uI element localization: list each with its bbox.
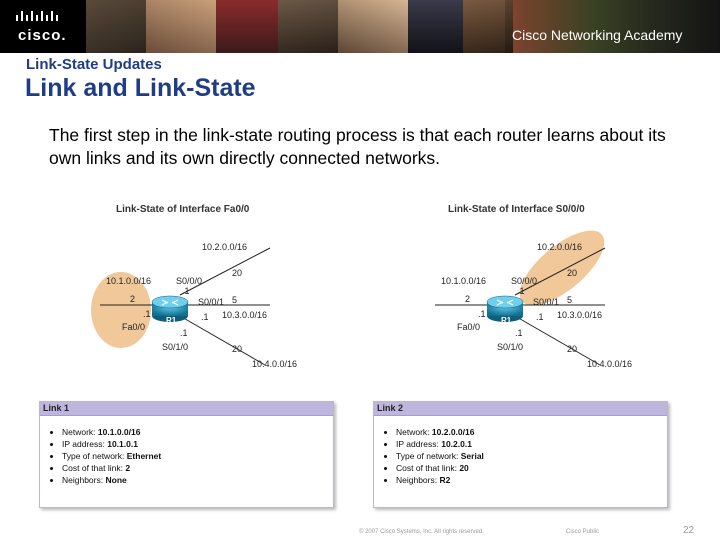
list-item: IP address: 10.1.0.1 — [62, 438, 333, 450]
net-label: 10.1.0.0/16 — [106, 276, 151, 286]
net-label: 10.1.0.0/16 — [441, 276, 486, 286]
interface-label: S0/0/1 — [533, 297, 559, 307]
list-item: Cost of that link: 2 — [62, 462, 333, 474]
cost-label: 5 — [567, 295, 572, 305]
link1-box: Link 1 Network: 10.1.0.0/16 IP address: … — [39, 401, 334, 508]
interface-label: Fa0/0 — [122, 322, 145, 332]
header-banner: cisco. Cisco Networking Academy — [0, 0, 720, 53]
interface-label: Fa0/0 — [457, 322, 480, 332]
list-item: Cost of that link: 20 — [396, 462, 667, 474]
cost-label: 2 — [465, 294, 470, 304]
net-label: 10.2.0.0/16 — [537, 242, 582, 252]
banner-photo — [338, 0, 408, 53]
cost-label: 20 — [567, 268, 577, 278]
router-label: R1 — [166, 316, 177, 325]
cost-label: 20 — [567, 344, 577, 354]
cisco-bars-icon — [16, 11, 58, 21]
net-label: 10.4.0.0/16 — [587, 359, 632, 369]
address-label: .1 — [478, 309, 486, 319]
address-label: .1 — [143, 309, 151, 319]
router-r1-right: R1 — [486, 295, 524, 325]
cost-label: 20 — [232, 268, 242, 278]
net-label: 10.2.0.0/16 — [202, 242, 247, 252]
net-label: 10.3.0.0/16 — [557, 310, 602, 320]
banner-photo — [146, 0, 216, 53]
list-item: Network: 10.2.0.0/16 — [396, 426, 667, 438]
link-s100 — [514, 315, 601, 366]
slide-title: Link and Link-State — [25, 74, 256, 102]
cost-label: 2 — [130, 294, 135, 304]
slide-body: The first step in the link-state routing… — [49, 125, 666, 168]
banner-photo — [463, 0, 513, 53]
link-s100 — [179, 315, 266, 366]
diagram-right: Link-State of Interface S0/0/0 R1 10.2.0… — [435, 204, 632, 369]
address-label: .1 — [180, 328, 188, 338]
address-label: .1 — [517, 286, 525, 296]
cisco-logo: cisco. — [0, 0, 86, 53]
banner-photo — [278, 0, 338, 53]
interface-label: S0/0/0 — [176, 276, 202, 286]
list-item: Type of network: Serial — [396, 450, 667, 462]
footer-classification: Cisco Public — [566, 529, 600, 535]
diagram-left-heading: Link-State of Interface Fa0/0 — [116, 204, 250, 215]
banner-photo — [408, 0, 463, 53]
link2-details: Network: 10.2.0.0/16 IP address: 10.2.0.… — [374, 426, 667, 486]
list-item: IP address: 10.2.0.1 — [396, 438, 667, 450]
banner-overlay — [505, 0, 720, 53]
highlight-fa00 — [91, 272, 151, 348]
list-item: Network: 10.1.0.0/16 — [62, 426, 333, 438]
net-label: 10.3.0.0/16 — [222, 310, 267, 320]
address-label: .1 — [182, 286, 190, 296]
link-s000 — [179, 247, 271, 296]
cost-label: 20 — [232, 344, 242, 354]
interface-label: S0/1/0 — [162, 342, 188, 352]
link2-box: Link 2 Network: 10.2.0.0/16 IP address: … — [373, 401, 668, 508]
diagram-left: Link-State of Interface Fa0/0 R1 10.2.0.… — [91, 204, 297, 369]
interface-label: S0/1/0 — [497, 342, 523, 352]
banner-photo — [216, 0, 278, 53]
banner-photo — [86, 0, 146, 53]
interface-label: S0/0/1 — [198, 297, 224, 307]
link1-details: Network: 10.1.0.0/16 IP address: 10.1.0.… — [40, 426, 333, 486]
network-diagrams: Link-State of Interface Fa0/0 R1 10.2.0.… — [91, 204, 632, 369]
link2-heading: Link 2 — [374, 402, 667, 416]
highlight-s000 — [519, 230, 605, 306]
address-label: .1 — [536, 312, 544, 322]
diagram-right-heading: Link-State of Interface S0/0/0 — [448, 204, 585, 215]
link-s000 — [514, 247, 606, 296]
list-item: Neighbors: R2 — [396, 474, 667, 486]
net-label: 10.4.0.0/16 — [252, 359, 297, 369]
address-label: .1 — [201, 312, 209, 322]
cisco-wordmark: cisco. — [18, 27, 67, 44]
link1-heading: Link 1 — [40, 402, 333, 416]
cost-label: 5 — [232, 295, 237, 305]
address-label: .1 — [515, 328, 523, 338]
router-r1-left: R1 — [151, 295, 189, 325]
slide-subtitle: Link-State Updates — [26, 56, 162, 73]
page-number: 22 — [683, 525, 695, 536]
list-item: Type of network: Ethernet — [62, 450, 333, 462]
interface-label: S0/0/0 — [511, 276, 537, 286]
list-item: Neighbors: None — [62, 474, 333, 486]
router-label: R1 — [501, 316, 512, 325]
footer-copyright: © 2007 Cisco Systems, Inc. All rights re… — [359, 529, 484, 535]
academy-title: Cisco Networking Academy — [512, 27, 683, 43]
